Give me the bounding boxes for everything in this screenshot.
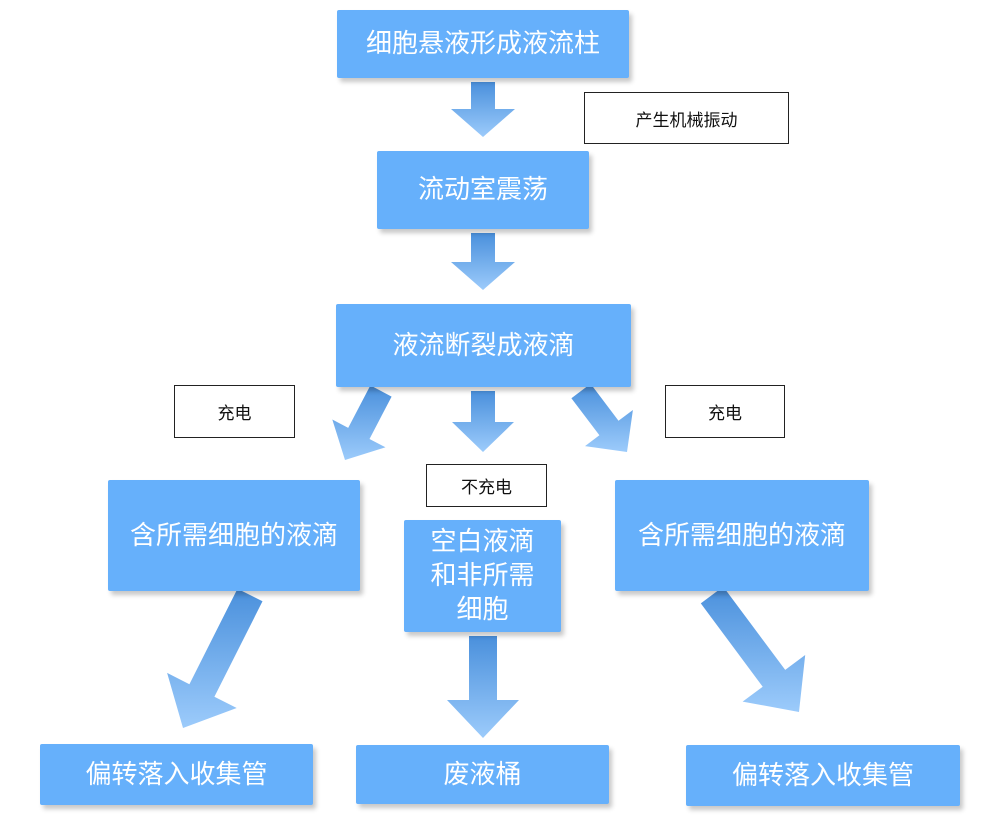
arrow-breakup-to-blank: [452, 391, 514, 452]
node-target-droplet-right: 含所需细胞的液滴: [615, 480, 869, 591]
label-mechanical-vibration: 产生机械振动: [584, 92, 789, 144]
arrow-breakup-to-target-right: [571, 383, 633, 452]
node-collect-tube-right: 偏转落入收集管: [686, 745, 960, 806]
node-waste-bin: 废液桶: [356, 745, 609, 804]
label-no-charge: 不充电: [426, 464, 547, 507]
arrow-oscillation-to-breakup: [451, 233, 515, 290]
node-stream-formation: 细胞悬液形成液流柱: [337, 10, 629, 78]
label-charge-right: 充电: [665, 385, 785, 438]
arrow-target-right-to-collect: [700, 586, 806, 712]
arrow-breakup-to-target-left: [332, 385, 392, 460]
arrow-target-left-to-collect: [167, 588, 263, 728]
arrow-blank-to-waste: [447, 636, 519, 738]
node-stream-breakup: 液流断裂成液滴: [336, 304, 631, 387]
node-flow-chamber-oscillation: 流动室震荡: [377, 151, 589, 229]
node-target-droplet-left: 含所需细胞的液滴: [108, 480, 360, 591]
node-blank-droplet: 空白液滴 和非所需 细胞: [404, 520, 561, 632]
node-collect-tube-left: 偏转落入收集管: [40, 744, 313, 805]
label-charge-left: 充电: [174, 385, 295, 438]
arrow-stream-to-oscillation: [451, 82, 515, 137]
